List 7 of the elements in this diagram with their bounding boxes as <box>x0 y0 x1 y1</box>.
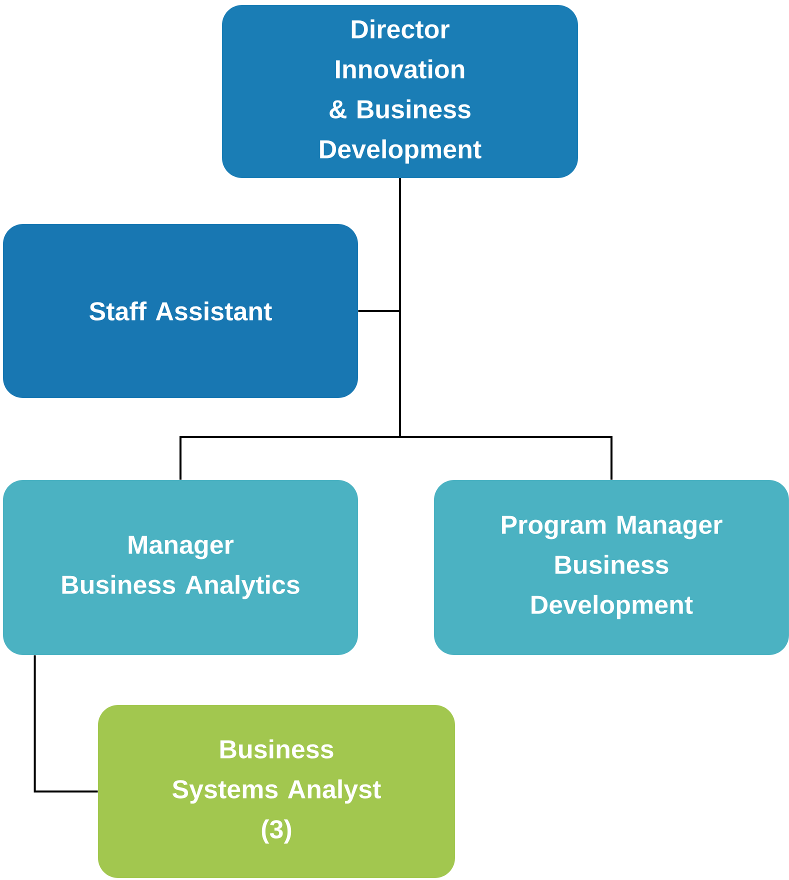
org-box: Business Systems Analyst (3) <box>98 705 455 878</box>
org-box: Program Manager Business Development <box>434 480 789 655</box>
org-box: Manager Business Analytics <box>3 480 358 655</box>
org-box: Director Innovation & Business Development <box>222 5 578 178</box>
connector-line <box>34 655 98 792</box>
connector-line <box>399 178 612 480</box>
org-box: Staff Assistant <box>3 224 358 398</box>
